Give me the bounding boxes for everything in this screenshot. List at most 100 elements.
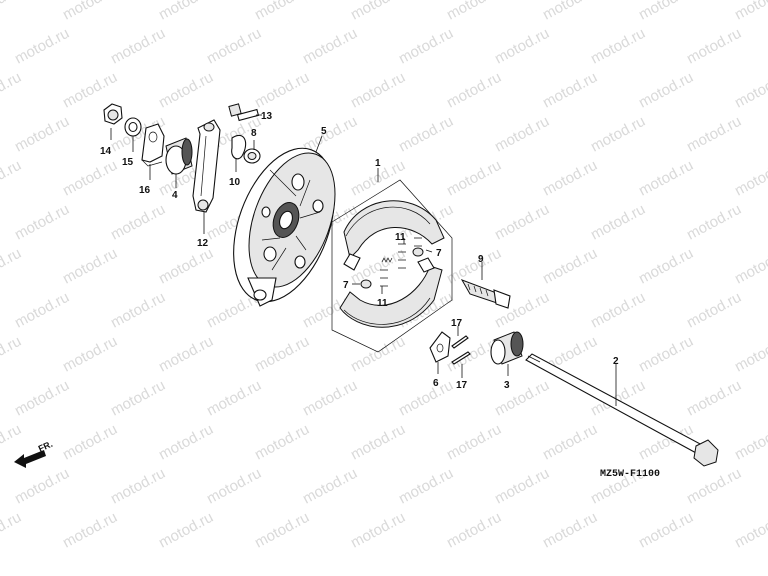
front-direction-label: FR. bbox=[37, 439, 54, 454]
callout-2: 2 bbox=[613, 356, 619, 367]
watermark-text: motod.ru bbox=[108, 377, 168, 420]
part-14-nut bbox=[103, 103, 123, 125]
watermark-text: motod.ru bbox=[348, 0, 408, 24]
watermark-text: motod.ru bbox=[588, 201, 648, 244]
callout-3: 3 bbox=[504, 380, 510, 391]
watermark-text: motod.ru bbox=[732, 421, 768, 464]
watermark-text: motod.ru bbox=[252, 333, 312, 376]
watermark-text: motod.ru bbox=[108, 289, 168, 332]
watermark-text: motod.ru bbox=[588, 113, 648, 156]
watermark-text: motod.ru bbox=[732, 69, 768, 112]
watermark-text: motod.ru bbox=[684, 113, 744, 156]
front-direction-arrow: FR. bbox=[14, 439, 54, 468]
watermark-text: motod.ru bbox=[732, 245, 768, 288]
watermark-text: motod.ru bbox=[636, 0, 696, 24]
diagram-code: MZ5W-F1100 bbox=[600, 469, 660, 480]
watermark-text: motod.ru bbox=[684, 25, 744, 68]
watermark-text: motod.ru bbox=[396, 113, 456, 156]
watermark-text: motod.ru bbox=[636, 69, 696, 112]
part-5-brake-panel bbox=[233, 147, 336, 307]
callout-5: 5 bbox=[321, 126, 327, 137]
watermark-text: motod.ru bbox=[0, 509, 24, 552]
watermark-text: motod.ru bbox=[252, 0, 312, 24]
watermark-text: motod.ru bbox=[540, 69, 600, 112]
callout-11-lower: 11 bbox=[377, 298, 388, 309]
watermark-text: motod.ru bbox=[156, 421, 216, 464]
part-6-stopper-plate bbox=[429, 331, 451, 363]
watermark-text: motod.ru bbox=[0, 157, 24, 200]
watermark-text: motod.ru bbox=[156, 69, 216, 112]
watermark-text: motod.ru bbox=[732, 333, 768, 376]
callout-7-right: 7 bbox=[436, 248, 442, 259]
watermark-text: motod.ru bbox=[12, 289, 72, 332]
watermark-text: motod.ru bbox=[300, 377, 360, 420]
part-15-washer bbox=[124, 117, 142, 137]
watermark-text: motod.ru bbox=[12, 377, 72, 420]
watermark-text: motod.ru bbox=[60, 421, 120, 464]
watermark-text: motod.ru bbox=[444, 69, 504, 112]
watermark-text: motod.ru bbox=[540, 157, 600, 200]
callout-8: 8 bbox=[251, 128, 257, 139]
part-3-collar bbox=[490, 331, 524, 365]
callout-16: 16 bbox=[139, 185, 151, 196]
watermark-text: motod.ru bbox=[492, 113, 552, 156]
part-13-bolt bbox=[228, 103, 260, 122]
watermark-text: motod.ru bbox=[60, 245, 120, 288]
callout-7-left: 7 bbox=[343, 280, 349, 291]
watermark-text: motod.ru bbox=[204, 465, 264, 508]
watermark-text: motod.ru bbox=[300, 465, 360, 508]
callout-13: 13 bbox=[261, 111, 273, 122]
watermark-text: motod.ru bbox=[492, 465, 552, 508]
watermark-text: motod.ru bbox=[60, 157, 120, 200]
watermark-text: motod.ru bbox=[12, 25, 72, 68]
watermark-text: motod.ru bbox=[540, 245, 600, 288]
watermark-text: motod.ru bbox=[60, 509, 120, 552]
callout-11-upper: 11 bbox=[395, 232, 406, 243]
part-8-nut bbox=[243, 148, 261, 164]
callout-17-lower: 17 bbox=[456, 380, 468, 391]
watermark-text: motod.ru bbox=[204, 377, 264, 420]
watermark-text: motod.ru bbox=[0, 0, 24, 24]
callout-4: 4 bbox=[172, 190, 178, 201]
watermark-text: motod.ru bbox=[732, 0, 768, 24]
watermark-text: motod.ru bbox=[540, 509, 600, 552]
leader-lines bbox=[110, 114, 617, 406]
watermark-text: motod.ru bbox=[444, 0, 504, 24]
watermark-text: motod.ru bbox=[60, 333, 120, 376]
watermark-text: motod.ru bbox=[684, 377, 744, 420]
watermark-text: motod.ru bbox=[252, 509, 312, 552]
callout-17-upper: 17 bbox=[451, 318, 463, 329]
watermark-text: motod.ru bbox=[684, 465, 744, 508]
watermark-text: motod.ru bbox=[348, 69, 408, 112]
part-12-torque-link bbox=[192, 119, 221, 213]
part-9-brake-cam bbox=[460, 279, 511, 309]
watermark-text: motod.ru bbox=[732, 157, 768, 200]
watermark-text: motod.ru bbox=[636, 333, 696, 376]
part-16-bracket bbox=[141, 123, 165, 167]
part-1-brake-shoe-set bbox=[331, 179, 453, 353]
watermark-text: motod.ru bbox=[732, 509, 768, 552]
watermark-text: motod.ru bbox=[156, 509, 216, 552]
watermark-text: motod.ru bbox=[492, 377, 552, 420]
watermark-text: motod.ru bbox=[12, 113, 72, 156]
watermark-text: motod.ru bbox=[636, 157, 696, 200]
watermark-text: motod.ru bbox=[396, 377, 456, 420]
watermark-text: motod.ru bbox=[0, 69, 24, 112]
watermark-text: motod.ru bbox=[12, 201, 72, 244]
watermark-text: motod.ru bbox=[684, 201, 744, 244]
watermark-text: motod.ru bbox=[636, 509, 696, 552]
callout-1: 1 bbox=[375, 158, 381, 169]
watermark-text: motod.ru bbox=[492, 25, 552, 68]
watermark-text: motod.ru bbox=[156, 0, 216, 24]
watermark-text: motod.ru bbox=[108, 25, 168, 68]
part-17-cotter-pins bbox=[451, 335, 471, 365]
callout-12: 12 bbox=[197, 238, 209, 249]
watermark-text: motod.ru bbox=[444, 157, 504, 200]
watermark-text: motod.ru bbox=[492, 201, 552, 244]
part-4-collar bbox=[165, 137, 193, 175]
watermark-text: motod.ru bbox=[348, 333, 408, 376]
callout-10: 10 bbox=[229, 177, 241, 188]
watermark-text: motod.ru bbox=[348, 509, 408, 552]
watermark-text: motod.ru bbox=[444, 245, 504, 288]
watermark-text: motod.ru bbox=[444, 421, 504, 464]
